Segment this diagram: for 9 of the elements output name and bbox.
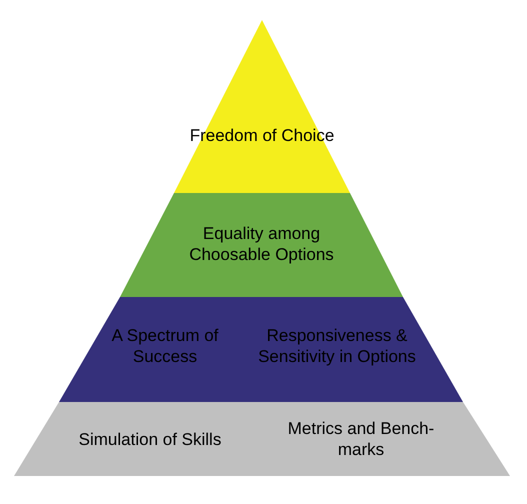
tier-label: Responsiveness & Sensitivity in Options bbox=[257, 325, 417, 367]
tier-label: Metrics and Bench-marks bbox=[286, 418, 436, 460]
pyramid-tier bbox=[174, 20, 350, 193]
pyramid-tier bbox=[59, 297, 463, 402]
pyramid-tier bbox=[14, 402, 510, 476]
pyramid-tier bbox=[120, 193, 403, 297]
tier-label: Equality among Choosable Options bbox=[188, 223, 335, 265]
tier-label: A Spectrum of Success bbox=[110, 325, 220, 367]
tier-label: Simulation of Skills bbox=[78, 429, 222, 450]
